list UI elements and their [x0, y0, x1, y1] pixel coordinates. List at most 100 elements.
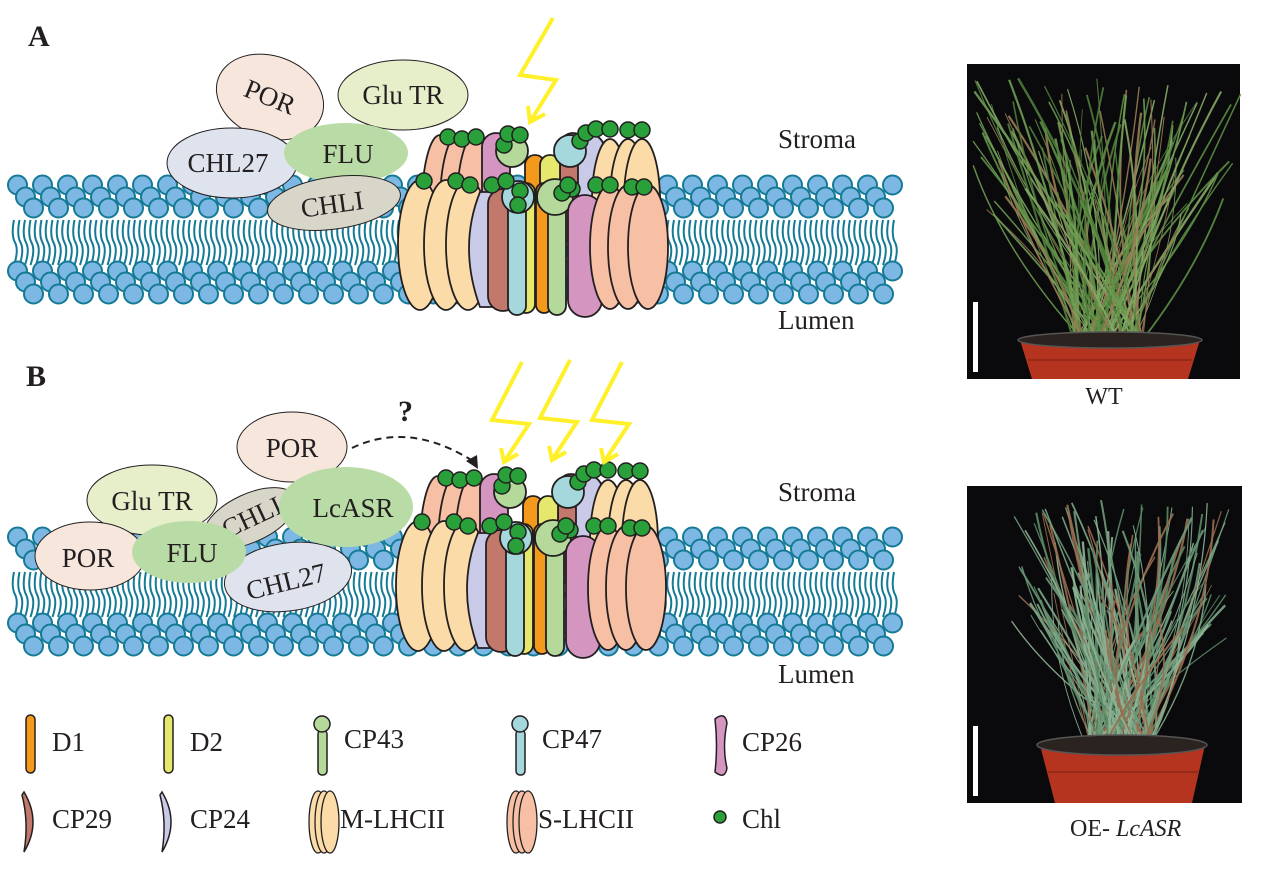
lipid-head: [98, 197, 119, 219]
grass-blade: [1037, 587, 1131, 749]
lipid-tail: [149, 571, 156, 618]
svg-text:POR: POR: [62, 543, 115, 573]
lipid-head: [882, 526, 903, 548]
lipid-tail: [28, 571, 35, 618]
lipid-head: [148, 283, 169, 305]
lipid-tail: [671, 219, 678, 266]
lipid-tail: [352, 219, 359, 266]
cp29-icon: [21, 790, 34, 853]
grass-blade: [1074, 139, 1108, 343]
lipid-tail: [176, 219, 183, 266]
dashed-arrow: [351, 435, 478, 469]
grass-blade: [974, 80, 1120, 343]
legend-item-cp24: CP24: [159, 790, 251, 853]
grass-blade: [1088, 175, 1129, 343]
cp47-icon: [515, 729, 526, 776]
lipid-tail: [391, 571, 398, 618]
lipid-tail: [352, 571, 359, 618]
cp47: [505, 537, 525, 657]
lipid-tail: [765, 219, 772, 266]
grass-blade: [972, 140, 1094, 343]
lipid-tail: [666, 571, 673, 618]
lipid-head: [223, 635, 244, 657]
lipid-tail: [688, 571, 695, 618]
lipid-tail: [226, 219, 233, 266]
chlorophyll: [557, 517, 575, 535]
cp43: [547, 198, 567, 316]
lipid-tail: [864, 219, 871, 266]
grass-blade: [1057, 121, 1079, 343]
lipid-head: [148, 635, 169, 657]
lipid-tail: [17, 219, 24, 266]
lipid-head: [173, 197, 194, 219]
lipid-tail: [748, 571, 755, 618]
panel-a-letter: A: [28, 20, 50, 53]
lipid-tail: [671, 571, 678, 618]
legend-label-d1: D1: [52, 727, 85, 757]
legend-label-d2: D2: [190, 727, 223, 757]
lipid-tail: [864, 571, 871, 618]
lipid-head: [823, 635, 844, 657]
lipid-head: [873, 549, 894, 571]
light-bolt: [536, 359, 581, 462]
lipid-head: [873, 635, 894, 657]
grass-blade: [1139, 620, 1165, 749]
lipid-tail: [853, 571, 860, 618]
lipid-tail: [215, 571, 222, 618]
grass-blade: [1089, 113, 1185, 343]
grass-blade: [1140, 198, 1225, 343]
legend-label-slhcii: S-LHCII: [538, 804, 634, 834]
cp26-icon: [714, 715, 728, 776]
grass-blade: [1101, 522, 1226, 749]
grass-blade: [1138, 506, 1194, 749]
lipid-tail: [699, 571, 706, 618]
lipid-tail: [814, 219, 821, 266]
grass-blade: [1043, 85, 1143, 343]
lipid-tail: [710, 219, 717, 266]
legend-label-cp47: CP47: [542, 724, 602, 754]
grass-blade: [1115, 516, 1160, 749]
grass-blade: [1102, 626, 1185, 749]
lipid-tail: [11, 219, 18, 266]
lipid-tail: [66, 219, 73, 266]
svg-text:LcASR: LcASR: [313, 493, 394, 523]
legend-label-cp26: CP26: [742, 727, 802, 757]
pot-oe: [1036, 734, 1208, 803]
lipid-head: [798, 197, 819, 219]
lipid-head: [148, 197, 169, 219]
grass-blade: [1112, 146, 1152, 343]
lipid-head: [348, 635, 369, 657]
protein-por-left: POR: [34, 521, 146, 591]
photo-wt: WT: [967, 64, 1242, 410]
grass-blade: [1139, 540, 1220, 749]
cp47: [507, 196, 527, 316]
lipid-tail: [160, 571, 167, 618]
legend-item-cp26: CP26: [714, 715, 802, 776]
lipid-head: [23, 283, 44, 305]
lipid-tail: [809, 571, 816, 618]
lipid-tail: [220, 219, 227, 266]
grass-blade: [1004, 195, 1084, 343]
lipid-tail: [891, 219, 898, 266]
plant-oe: [1011, 499, 1230, 749]
lipid-head: [723, 635, 744, 657]
chlorophyll: [461, 176, 479, 194]
lipid-tail: [363, 571, 370, 618]
lipid-head: [323, 635, 344, 657]
lipid-tail: [682, 571, 689, 618]
lipid-tail: [358, 219, 365, 266]
lipid-head: [673, 283, 694, 305]
lipid-tail: [237, 219, 244, 266]
lipid-tail: [776, 219, 783, 266]
grass-blade: [1045, 577, 1155, 749]
grass-blade: [1070, 567, 1138, 749]
lipid-head: [748, 283, 769, 305]
lipid-tail: [77, 219, 84, 266]
lipid-head: [848, 197, 869, 219]
legend-label-cp29: CP29: [52, 804, 112, 834]
lipid-tail: [380, 571, 387, 618]
grass-blade: [1053, 593, 1092, 749]
lipid-head: [673, 635, 694, 657]
chlorophyll: [467, 128, 485, 146]
lipid-head: [123, 635, 144, 657]
